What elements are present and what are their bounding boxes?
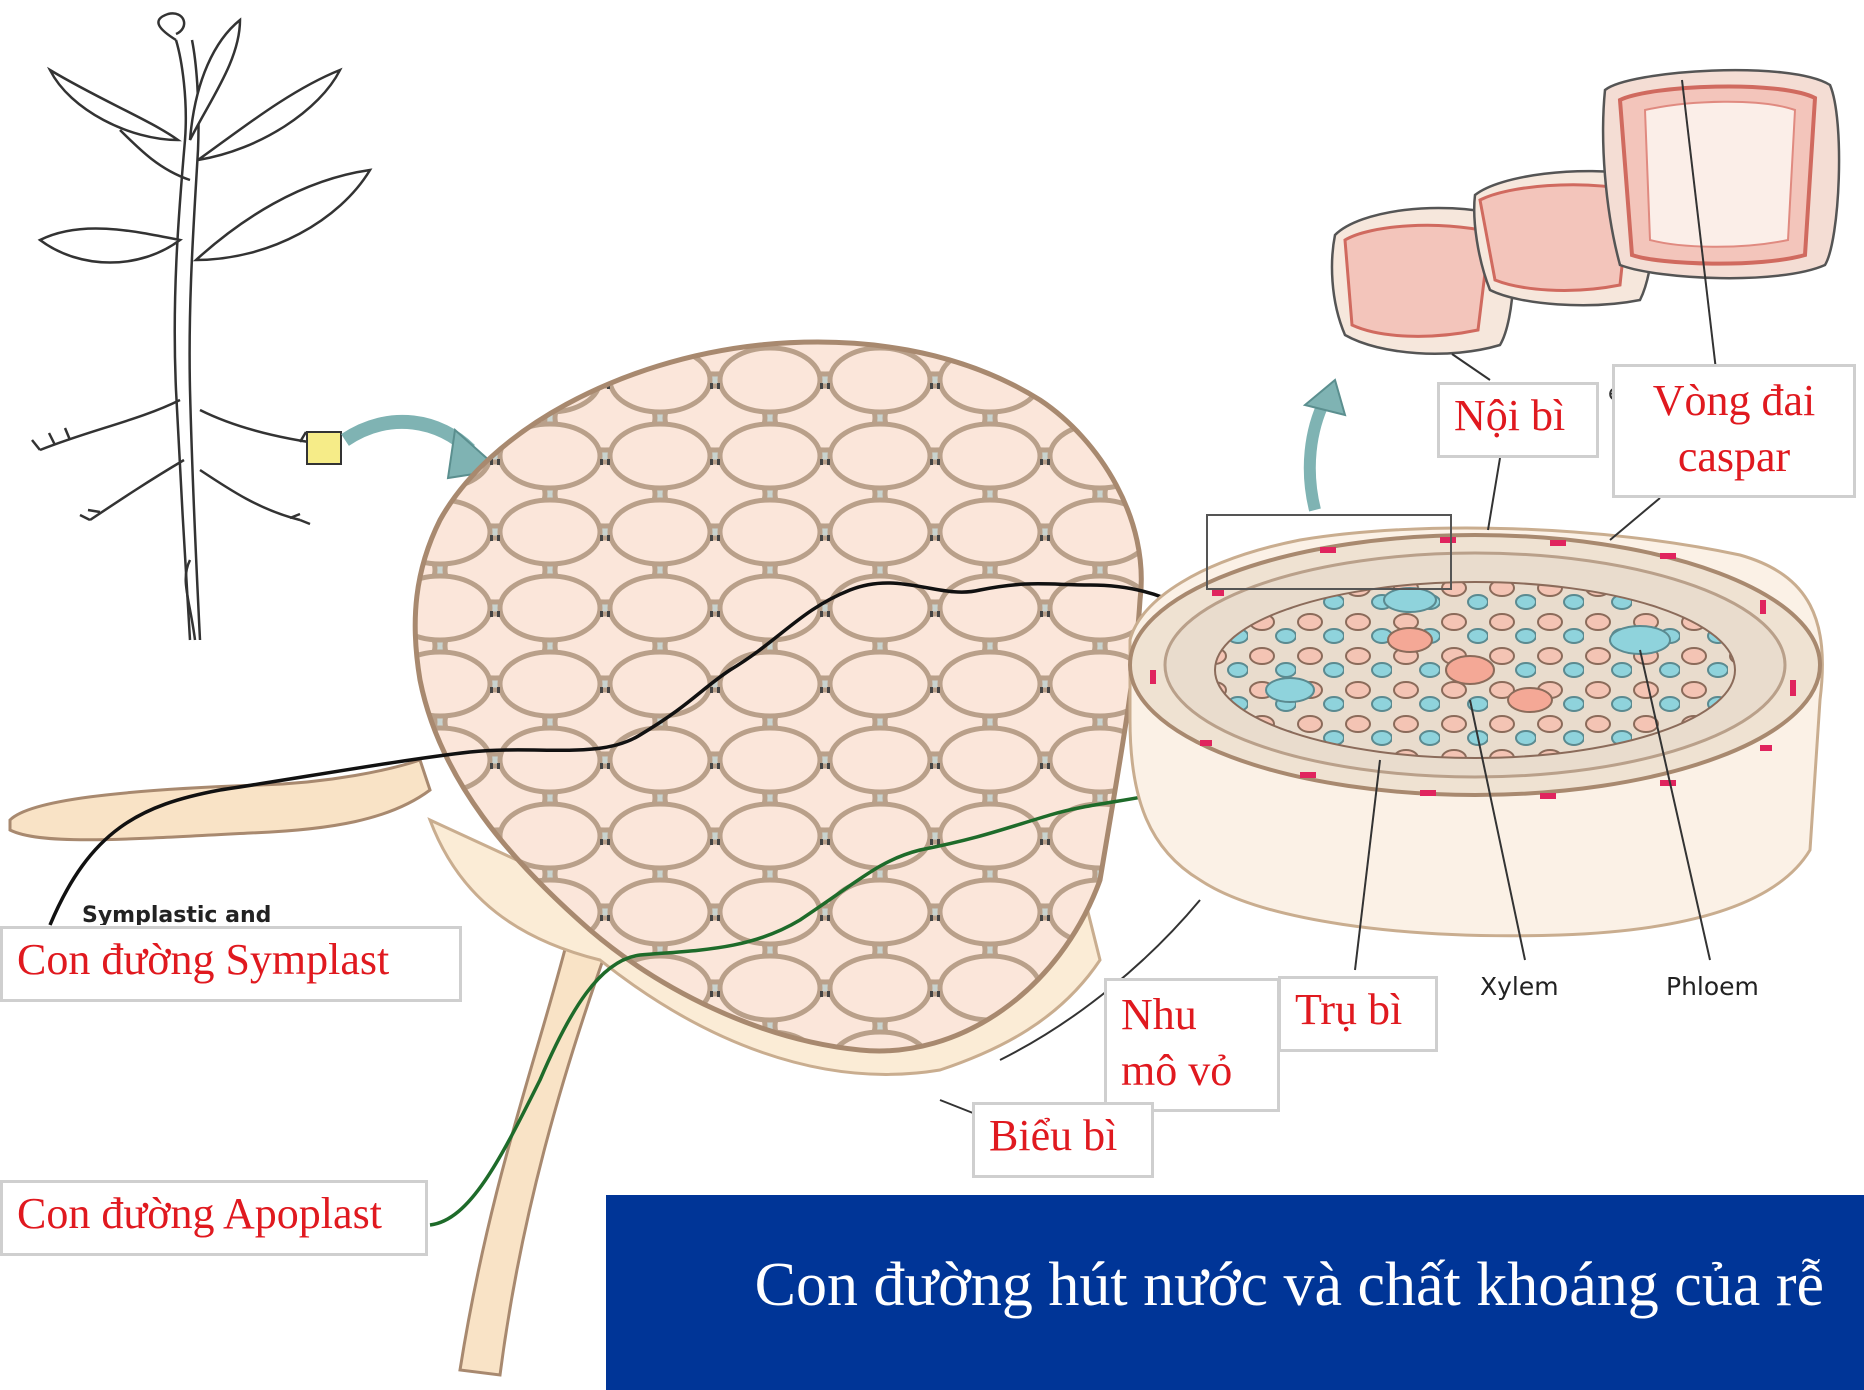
plant-drawing <box>32 13 370 640</box>
nhu-mo-vo-line-1: Nhu <box>1121 987 1263 1043</box>
partial-english-caption: Symplastic and <box>82 903 271 925</box>
nhu-mo-vo-label: Nhu mô vỏ <box>1104 978 1280 1112</box>
bieu-bi-label: Biểu bì <box>972 1102 1154 1178</box>
phloem-label: Phloem <box>1666 972 1759 1001</box>
zoom-arrow-curve <box>345 422 470 450</box>
vong-dai-line-1: Vòng đai <box>1629 373 1839 429</box>
nhu-mo-vo-line-2: mô vỏ <box>1121 1043 1263 1099</box>
tru-bi-label: Trụ bì <box>1278 976 1438 1052</box>
vong-dai-line-2: caspar <box>1629 429 1839 485</box>
title-banner: Con đường hút nước và chất khoáng của rễ <box>606 1195 1864 1390</box>
symplast-label: Con đường Symplast <box>0 926 462 1002</box>
apoplast-label: Con đường Apoplast <box>0 1180 428 1256</box>
detail-arrow-head <box>1305 380 1345 415</box>
xylem-label: Xylem <box>1480 972 1559 1001</box>
endodermis-cells <box>1332 70 1839 354</box>
vong-dai-caspar-label: Vòng đai caspar <box>1612 364 1856 498</box>
diagram-title: Con đường hút nước và chất khoáng của rễ <box>755 1250 1824 1321</box>
detail-arrow <box>1310 400 1325 510</box>
noi-bi-label: Nội bì <box>1437 382 1599 458</box>
zoom-marker <box>307 432 341 464</box>
